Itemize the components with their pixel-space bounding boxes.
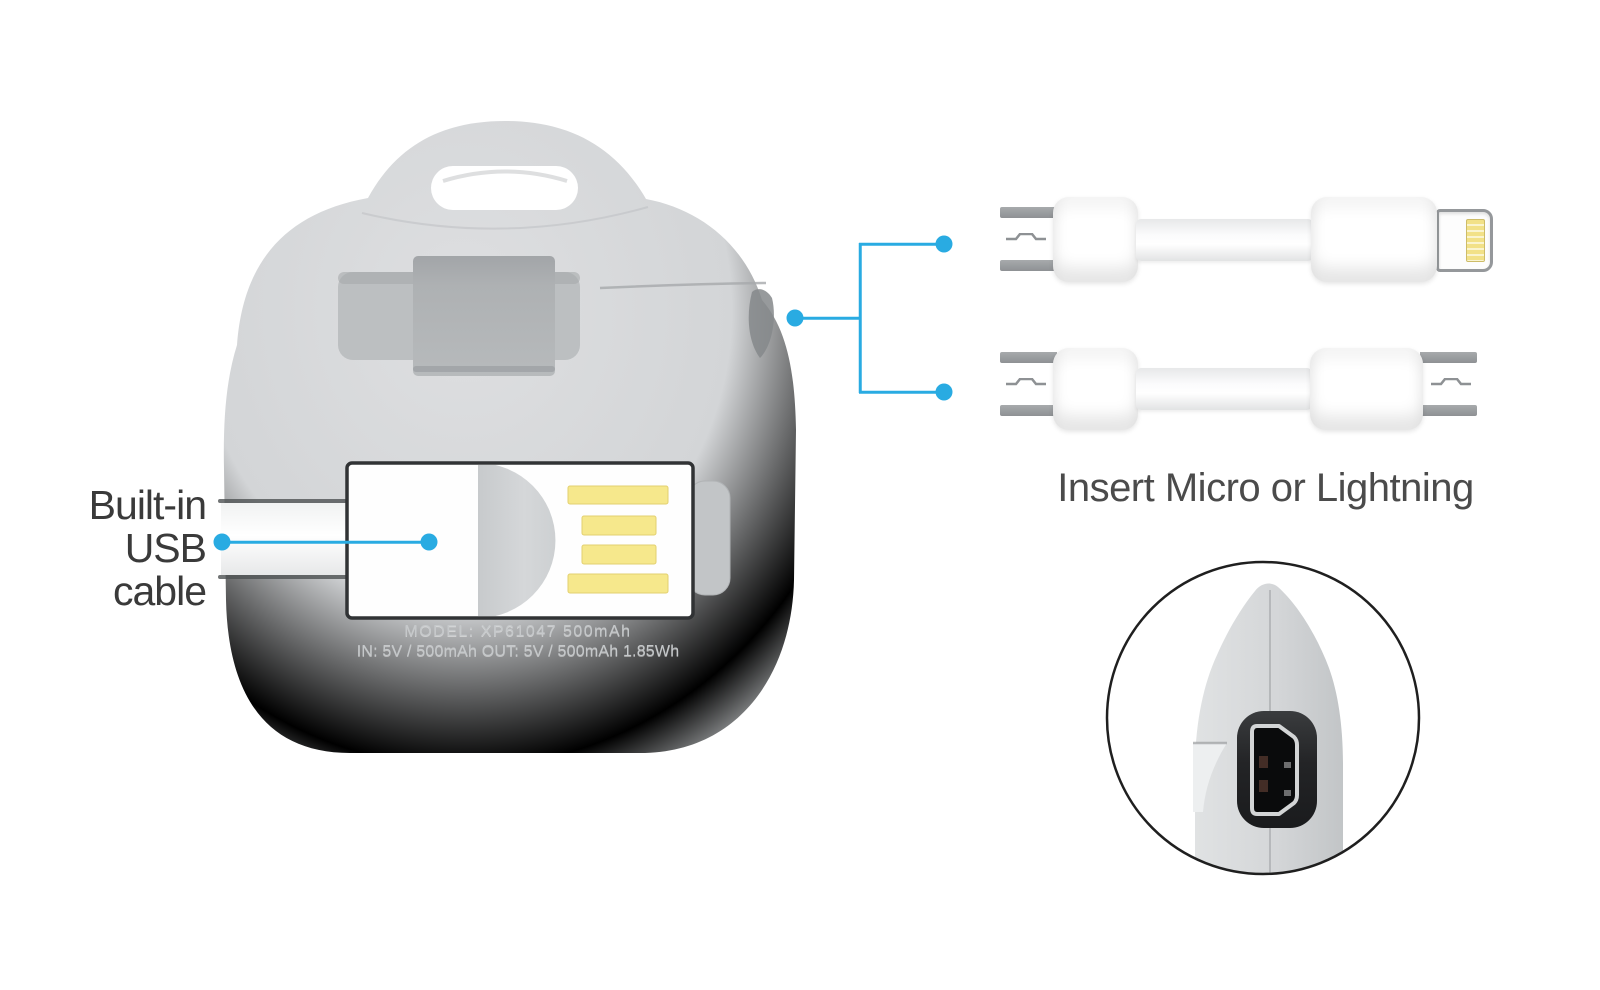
lightning-connector-icon — [1436, 209, 1493, 272]
socket-latch — [1284, 762, 1291, 768]
usb-contact-pads — [567, 485, 669, 594]
engraving-spec-line: IN: 5V / 500mAh OUT: 5V / 500mAh 1.85Wh — [356, 643, 680, 660]
socket-latch — [1284, 790, 1291, 796]
builtin-callout-dot-left — [213, 533, 231, 551]
bracket-device-dot — [786, 309, 804, 327]
cable-exit-shadow — [748, 289, 774, 358]
micro-usb-port-closeup-icon — [1105, 560, 1421, 876]
builtin-usb-label: Built-in USB cable — [24, 482, 207, 614]
connector-holder — [413, 256, 555, 376]
micro-tip-shell-top — [1000, 352, 1057, 363]
detail-circle-border — [1105, 560, 1421, 876]
handle-notch — [1193, 743, 1227, 812]
micro-tip-notch-icon — [1006, 233, 1046, 241]
cable1-right-boot — [1311, 197, 1437, 282]
device-engraving: MODEL: XP61047 500mAh IN: 5V / 500mAh OU… — [276, 622, 760, 662]
port-detail-view — [1105, 560, 1421, 876]
micro-tip-shell-bottom — [1000, 405, 1057, 416]
bracket-bottom-line — [859, 390, 944, 394]
flap-seam — [599, 281, 767, 290]
builtin-label-line2: USB cable — [112, 525, 207, 614]
micro-tip-notch-icon — [1006, 378, 1046, 386]
socket-contact — [1259, 780, 1268, 792]
cable1-left-boot — [1053, 197, 1138, 282]
handle-hole-shadow — [442, 169, 568, 183]
insert-caption: Insert Micro or Lightning — [1057, 466, 1474, 510]
bracket-top-line — [859, 242, 944, 246]
micro-tip-shell-top — [1000, 207, 1057, 218]
micro-tip-shell-top — [1420, 352, 1477, 363]
slot-edge-bottom — [218, 575, 351, 579]
socket-contact — [1259, 756, 1268, 768]
micro-usb-connector-icon — [1420, 352, 1477, 416]
bracket-vertical-line — [858, 243, 862, 393]
bracket-top-dot — [935, 235, 953, 253]
cable1-flat-cable — [1136, 219, 1313, 261]
micro-tip-notch-icon — [1431, 378, 1471, 386]
handle-hole — [431, 166, 578, 210]
arch-crease — [361, 206, 649, 230]
power-bank-device — [218, 121, 797, 753]
builtin-flat-cable — [221, 503, 351, 575]
builtin-label-line1: Built-in — [88, 482, 207, 528]
micro-tip-shell-bottom — [1000, 260, 1057, 271]
cable2-right-boot — [1310, 348, 1423, 430]
slot-edge-top — [218, 499, 351, 503]
micro-usb-socket-outline — [1250, 724, 1299, 816]
cable2-left-boot — [1053, 348, 1138, 430]
micro-tip-shell-bottom — [1420, 405, 1477, 416]
bracket-stem-line — [795, 316, 861, 320]
usb-cable-reel — [478, 465, 556, 616]
engraving-model-line: MODEL: XP61047 500mAh — [404, 623, 632, 640]
builtin-callout-line — [222, 540, 429, 544]
micro-usb-connector-icon — [1000, 207, 1057, 271]
bracket-bottom-dot — [935, 383, 953, 401]
lightning-pins — [1466, 219, 1485, 262]
connector-holder-shadow — [413, 366, 555, 372]
cable2-flat-cable — [1136, 368, 1312, 410]
builtin-callout-dot-right — [420, 533, 438, 551]
micro-usb-connector-icon — [1000, 352, 1057, 416]
